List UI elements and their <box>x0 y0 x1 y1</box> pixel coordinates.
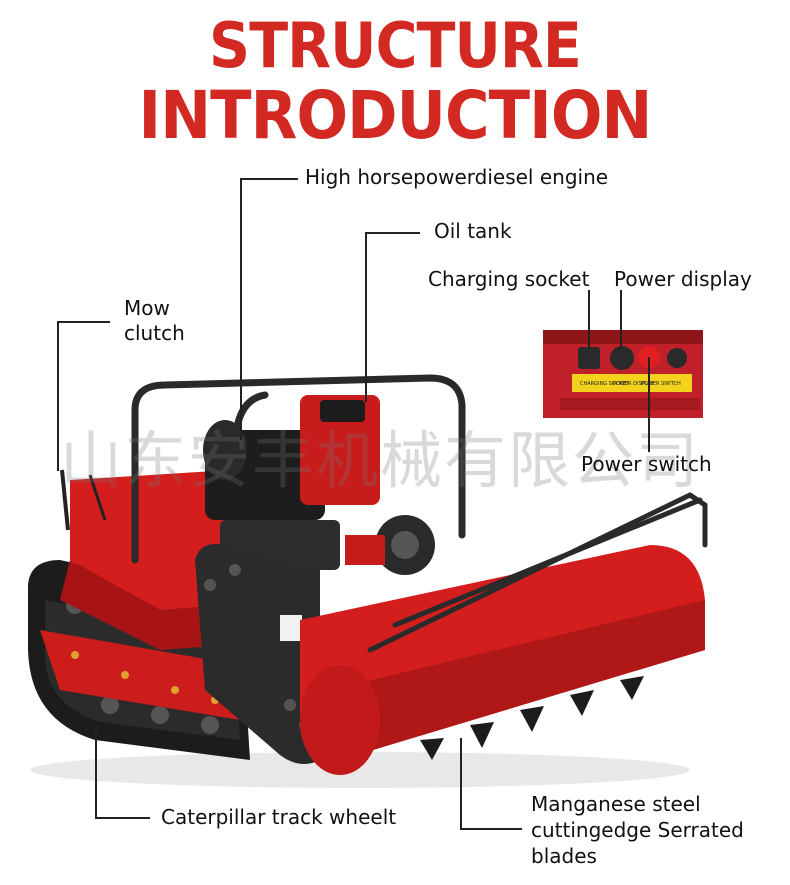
leader-track-v <box>95 722 97 817</box>
mowing-deck <box>300 545 705 775</box>
label-oil-tank: Oil tank <box>434 219 512 243</box>
leader-track-h <box>95 817 150 819</box>
label-power-switch: Power switch <box>581 452 712 476</box>
label-caterpillar-track: Caterpillar track wheelt <box>161 805 397 829</box>
control-panel-inset: CHARGING SOCKET POWER DISPLAY POWER SWIT… <box>543 330 703 418</box>
leader-oil-h <box>365 232 420 234</box>
leader-engine-v <box>240 178 242 440</box>
label-power-display: Power display <box>614 267 752 291</box>
panel-label-switch: POWER SWITCH <box>641 381 681 387</box>
leader-blades-v <box>460 738 462 828</box>
label-blades-line2: cuttingedge Serrated <box>531 818 744 842</box>
leader-blades-h <box>460 828 522 830</box>
roll-cage <box>131 374 466 564</box>
track-guard <box>40 630 240 720</box>
leader-oil-v <box>365 232 367 402</box>
label-blades-line1: Manganese steel <box>531 792 701 816</box>
leader-charging-v <box>588 290 590 348</box>
leader-display-v <box>620 290 622 348</box>
label-mow-clutch-line1: Mow <box>124 296 170 320</box>
panel-label-display: POWER DISPLAY <box>613 381 655 387</box>
label-blades-line3: blades <box>531 844 597 868</box>
leader-clutch-v <box>57 321 59 471</box>
diesel-engine <box>203 395 435 575</box>
label-engine: High horsepowerdiesel engine <box>305 165 609 189</box>
leader-switch-v <box>648 357 650 452</box>
leader-engine-h <box>240 178 298 180</box>
panel-label-charging: CHARGING SOCKET <box>580 381 630 387</box>
label-charging-socket: Charging socket <box>428 267 590 291</box>
title-line-2: INTRODUCTION <box>138 77 653 154</box>
leader-clutch-h <box>57 321 110 323</box>
title-line-1: STRUCTURE <box>209 9 582 82</box>
deck-rail <box>367 492 708 653</box>
label-mow-clutch-line2: clutch <box>124 321 185 345</box>
